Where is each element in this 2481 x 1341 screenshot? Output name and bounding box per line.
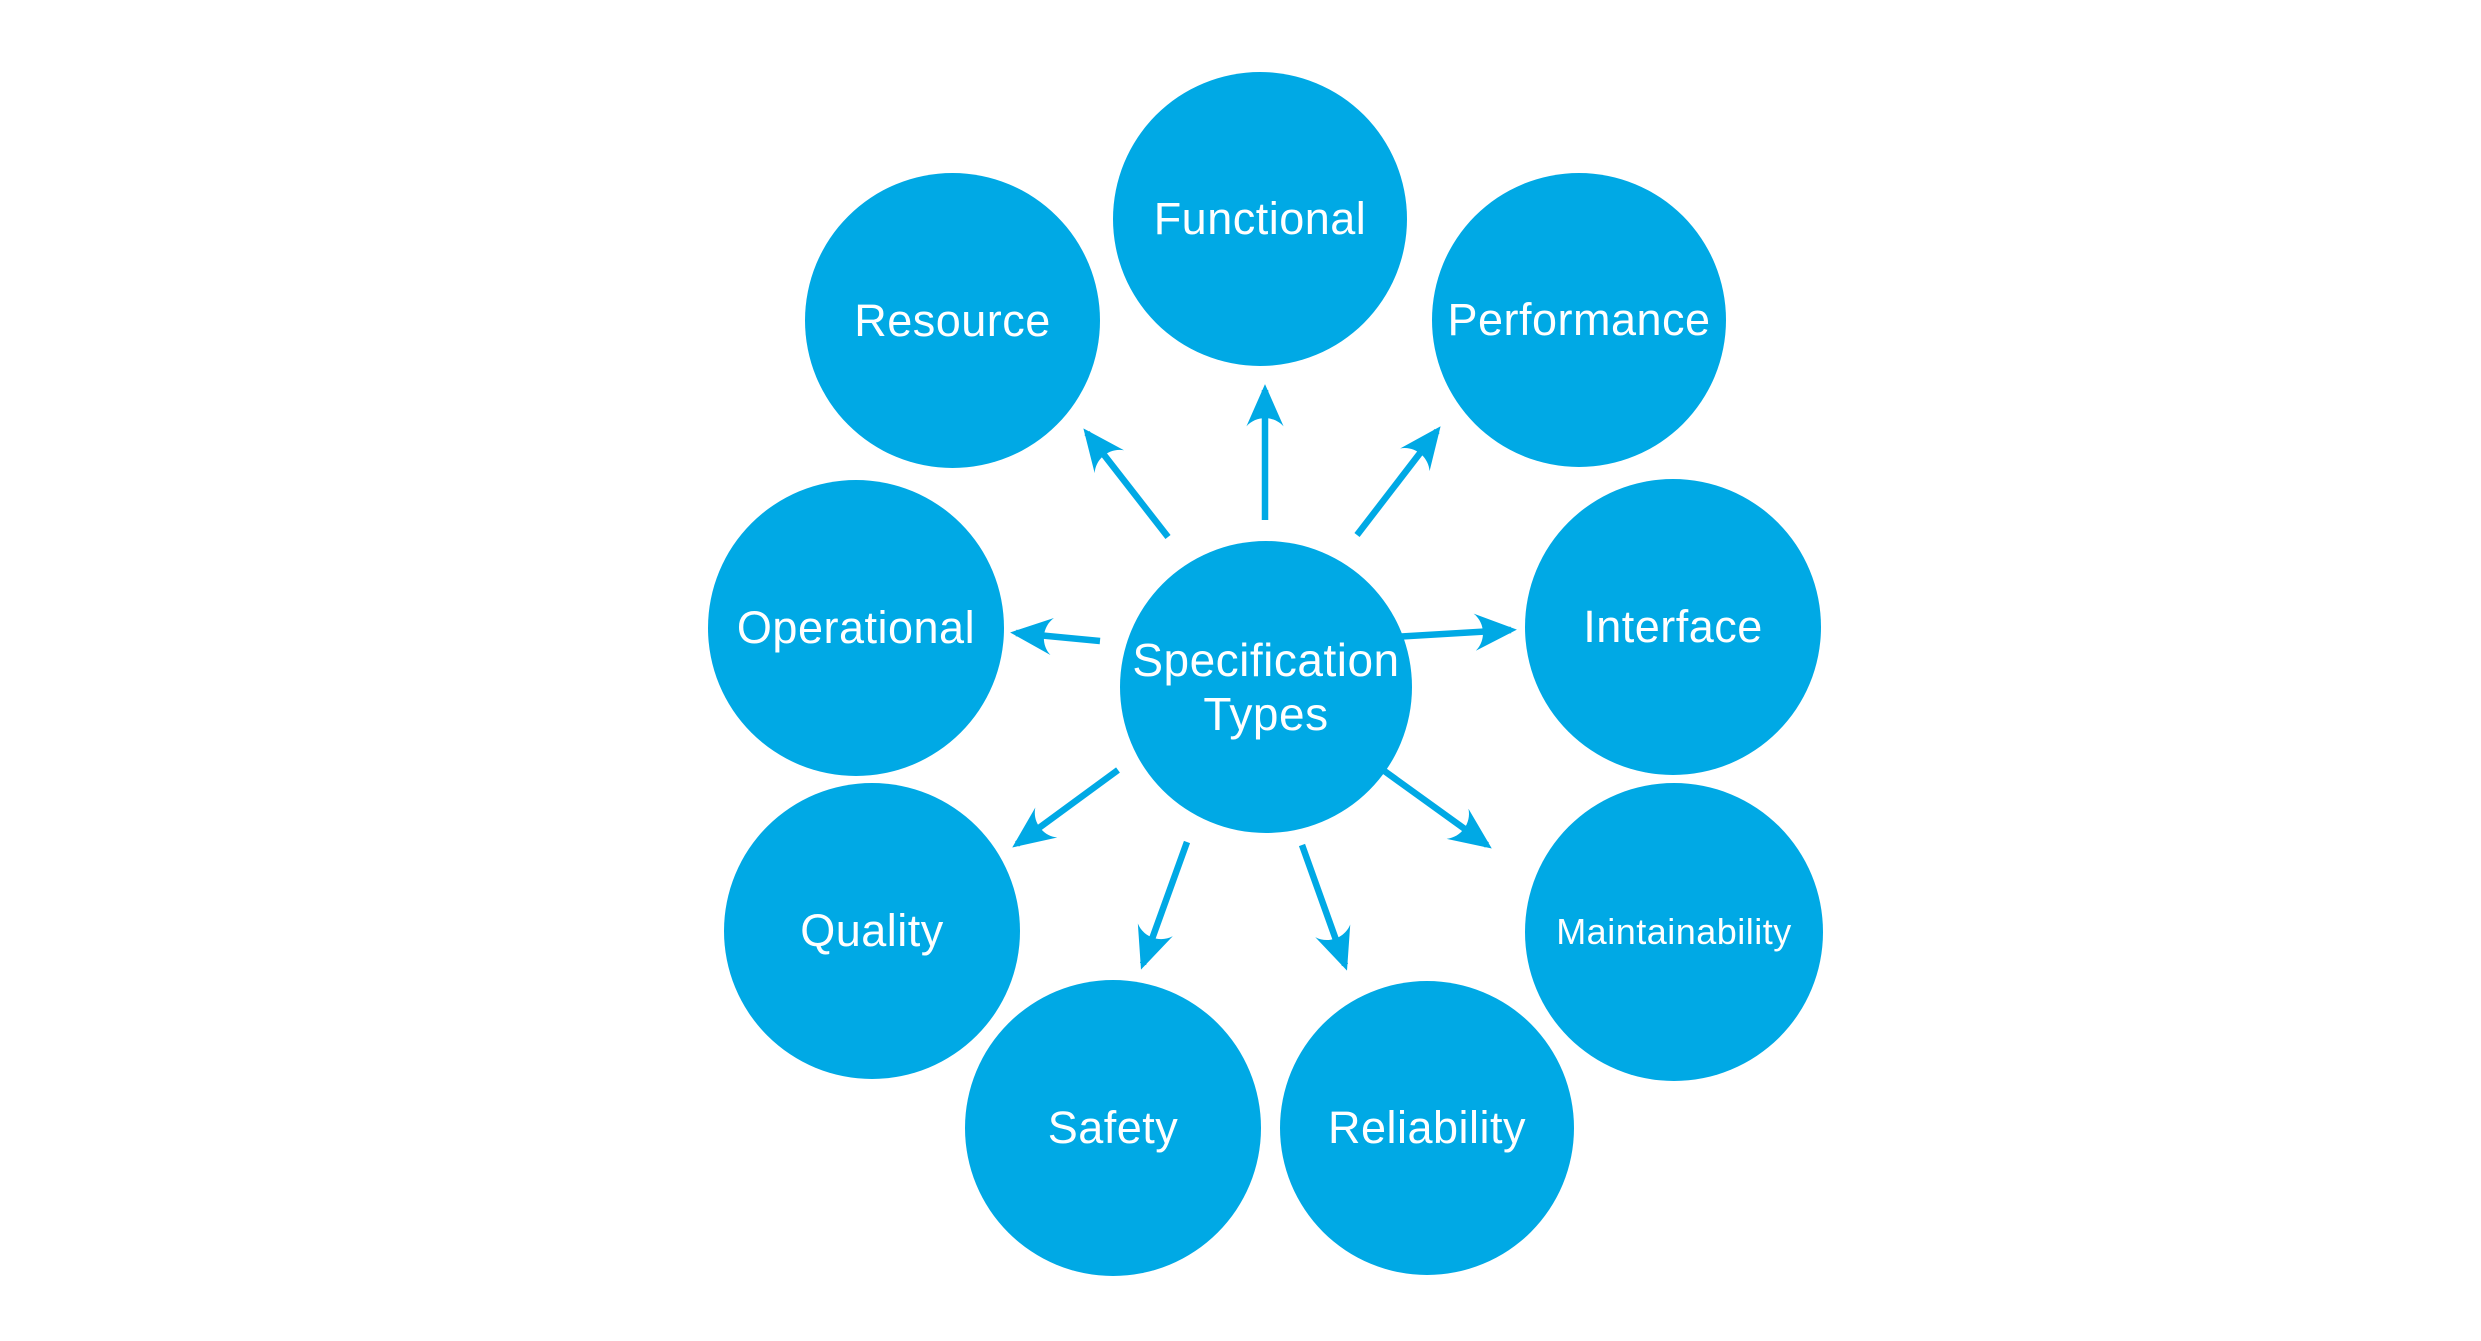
arrow-to-quality [1012,767,1120,848]
node-interface: Interface [1525,479,1821,775]
arrow-to-operational [1010,617,1101,655]
node-safety: Safety [965,980,1261,1276]
node-performance-label: Performance [1447,294,1711,346]
node-functional: Functional [1113,72,1407,366]
node-specification-types-label: Specification Types [1132,633,1400,740]
node-specification-types: Specification Types [1120,541,1412,833]
node-safety-label: Safety [1047,1102,1179,1154]
node-maintainability: Maintainability [1525,783,1823,1081]
node-quality-label: Quality [800,905,944,957]
arrow-to-maintainability [1381,767,1492,849]
arrow-to-safety [1137,840,1191,970]
node-reliability-label: Reliability [1327,1102,1527,1154]
node-reliability: Reliability [1280,981,1574,1275]
arrow-to-resource [1083,428,1171,539]
node-maintainability-label: Maintainability [1556,910,1792,952]
node-resource-label: Resource [854,294,1051,346]
node-interface-label: Interface [1583,601,1763,653]
node-resource: Resource [805,173,1100,468]
node-functional-label: Functional [1153,193,1367,245]
arrow-to-reliability [1298,843,1351,971]
arrow-to-performance [1354,426,1441,537]
node-operational-label: Operational [736,602,976,654]
node-performance: Performance [1432,173,1726,467]
node-operational: Operational [708,480,1004,776]
node-quality: Quality [724,783,1020,1079]
